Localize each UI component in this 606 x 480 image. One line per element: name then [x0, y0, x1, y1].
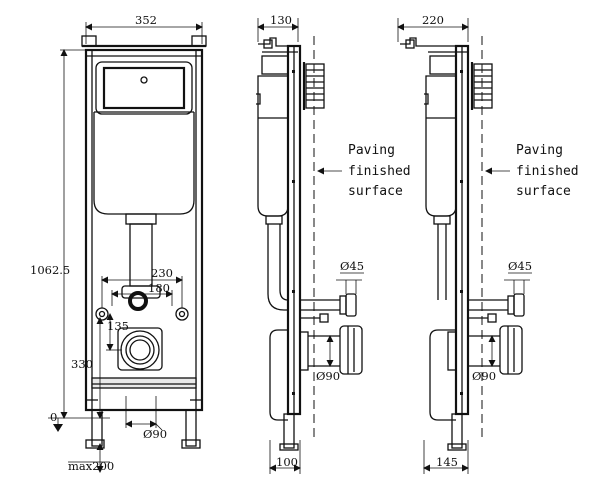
legs-b — [447, 413, 467, 451]
dimension-135: 135 — [106, 313, 129, 351]
dimension-width-352: 352 — [85, 13, 203, 44]
label-145: 145 — [436, 455, 458, 469]
cistern-side-a — [256, 55, 289, 217]
legs-a — [279, 413, 299, 451]
bolt-a — [300, 313, 329, 323]
label-230: 230 — [151, 266, 173, 280]
dimension-front-d90: Ø90 — [125, 396, 167, 441]
note-b-line1: Paving — [516, 143, 563, 158]
dimension-depth-130: 130 — [257, 13, 299, 42]
label-max200: max200 — [68, 459, 114, 473]
inlet-ring — [128, 291, 148, 311]
hatched-panel-a — [302, 62, 325, 110]
front-view: 352 — [30, 13, 207, 473]
label-front-d90: Ø90 — [143, 427, 167, 441]
zero-level: 0 — [48, 410, 110, 432]
label-b-d45: Ø45 — [508, 259, 532, 273]
cistern-side-b — [424, 55, 457, 217]
frame-side-a — [286, 44, 302, 416]
paving-note-b: Paving finished surface — [485, 143, 579, 199]
frame — [84, 48, 204, 412]
dimension-230: 230 — [101, 266, 183, 308]
side-view-a: 130 — [256, 13, 411, 474]
label-zero: 0 — [50, 410, 57, 424]
label-130: 130 — [270, 13, 292, 27]
dimension-180: 180 — [111, 281, 173, 306]
label-a-d45: Ø45 — [340, 259, 364, 273]
top-bracket-a — [258, 37, 298, 53]
side-view-b: 220 — [397, 13, 579, 474]
dimension-max200: max200 — [68, 443, 114, 473]
label-a-d90: Ø90 — [316, 369, 340, 383]
note-b-line3: surface — [516, 184, 571, 199]
label-330: 330 — [71, 357, 93, 371]
top-brackets — [81, 35, 207, 48]
note-a-line2: finished — [348, 164, 411, 179]
label-180: 180 — [148, 281, 170, 295]
outlet-b: Ø90 — [429, 325, 523, 421]
cistern — [93, 61, 195, 215]
paving-note-a: Paving finished surface — [317, 143, 411, 199]
outlet-pipe — [117, 327, 163, 371]
dimension-height-1062: 1062.5 — [30, 49, 86, 419]
frame-side-b — [454, 44, 470, 416]
dimension-330: 330 — [71, 317, 104, 419]
bolt-b — [468, 313, 497, 323]
dimension-depth-220: 220 — [397, 13, 469, 42]
label-135: 135 — [107, 319, 129, 333]
top-bracket-b — [400, 37, 468, 53]
note-a-line3: surface — [348, 184, 403, 199]
hatched-panel-b — [470, 62, 493, 110]
inlet-a: Ø45 — [300, 259, 364, 317]
outlet-a: Ø90 — [269, 325, 363, 421]
dimension-base-100: 100 — [269, 440, 301, 474]
label-100: 100 — [276, 455, 298, 469]
inlet-b: Ø45 — [468, 259, 532, 317]
note-a-line1: Paving — [348, 143, 395, 158]
label-220: 220 — [422, 13, 444, 27]
flush-pipe-b — [433, 215, 451, 300]
label-b-d90: Ø90 — [472, 369, 496, 383]
note-b-line2: finished — [516, 164, 579, 179]
width-label: 352 — [135, 13, 157, 27]
label-1062: 1062.5 — [30, 263, 70, 277]
flush-pipe-a — [265, 215, 289, 311]
dimension-base-145: 145 — [423, 440, 469, 474]
